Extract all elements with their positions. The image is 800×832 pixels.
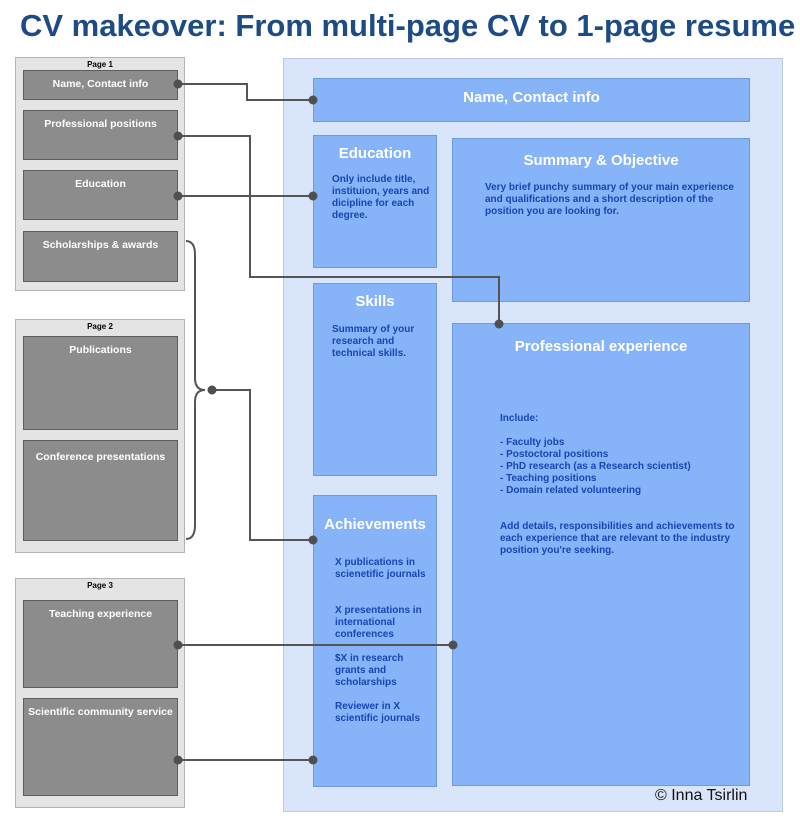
professional-note: Add details, responsibilities and achiev… [500,521,735,556]
resume-summary-box: Summary & Objective Very brief punchy su… [452,138,750,302]
connector-dot [308,95,318,105]
cv-section-teaching-experience: Teaching experience [23,600,178,688]
list-item: - PhD research (as a Research scientist) [500,461,691,472]
education-body: Only include title, instituion, years an… [332,174,430,221]
resume-education-box: Education Only include title, instituion… [313,135,437,268]
list-item: - Teaching positions [500,473,597,484]
achievement-item: Reviewer in X scientific journals [335,701,421,724]
resume-name-contact: Name, Contact info [463,89,600,106]
page-label: Page 2 [87,322,113,331]
connector-dot [173,79,183,89]
education-heading: Education [338,145,412,162]
achievement-item: $X in research grants and scholarships [335,653,404,688]
cv-section-conference-presentations: Conference presentations [23,440,178,541]
achievement-item: X presentations in international confere… [335,605,422,640]
connector-dot [448,640,458,650]
skills-body: Summary of your research and technical s… [332,324,415,359]
connector-dot [494,319,504,329]
professional-experience-heading: Professional experience [514,338,688,355]
page-label: Page 1 [87,60,113,69]
resume-skills-box: Skills Summary of your research and tech… [313,283,437,476]
connector-dot [173,191,183,201]
connector-dot [173,640,183,650]
list-item: - Postoctoral positions [500,449,609,460]
summary-body: Very brief punchy summary of your main e… [485,182,734,217]
connector-professional-positions [178,135,500,324]
connector-dot [173,131,183,141]
connector-dot [173,755,183,765]
connector-name-contact [178,83,313,101]
skills-heading: Skills [355,293,395,310]
bracket-awards-publications [185,240,206,540]
list-item: - Faculty jobs [500,437,565,448]
page-label: Page 3 [87,581,113,590]
connector-dot [308,191,318,201]
connector-dot [308,755,318,765]
achievement-item: X publications in scienetific journals [335,557,426,580]
cv-section-scholarships-awards: Scholarships & awards [23,231,178,282]
cv-section-publications: Publications [23,336,178,430]
copyright-credit: © Inna Tsirlin [655,787,748,804]
summary-heading: Summary & Objective [523,152,679,169]
achievements-heading: Achievements [324,516,426,533]
connector-dot [308,535,318,545]
professional-include-list: - Faculty jobs - Postoctoral positions -… [500,437,745,497]
resume-achievements-box: Achievements X publications in scienetif… [313,495,437,787]
list-item: - Domain related volunteering [500,485,642,496]
connector-dot [207,385,217,395]
connector-achievements [212,389,313,541]
resume-professional-experience-box: Professional experience Include: - Facul… [452,323,750,786]
diagram-title: CV makeover: From multi-page CV to 1-pag… [20,8,796,43]
cv-section-professional-positions: Professional positions [23,110,178,160]
cv-section-education: Education [23,170,178,220]
cv-section-scientific-community-service: Scientific community service [23,698,178,796]
professional-include-label: Include: [500,413,539,424]
resume-name-contact-box: Name, Contact info [313,78,750,122]
